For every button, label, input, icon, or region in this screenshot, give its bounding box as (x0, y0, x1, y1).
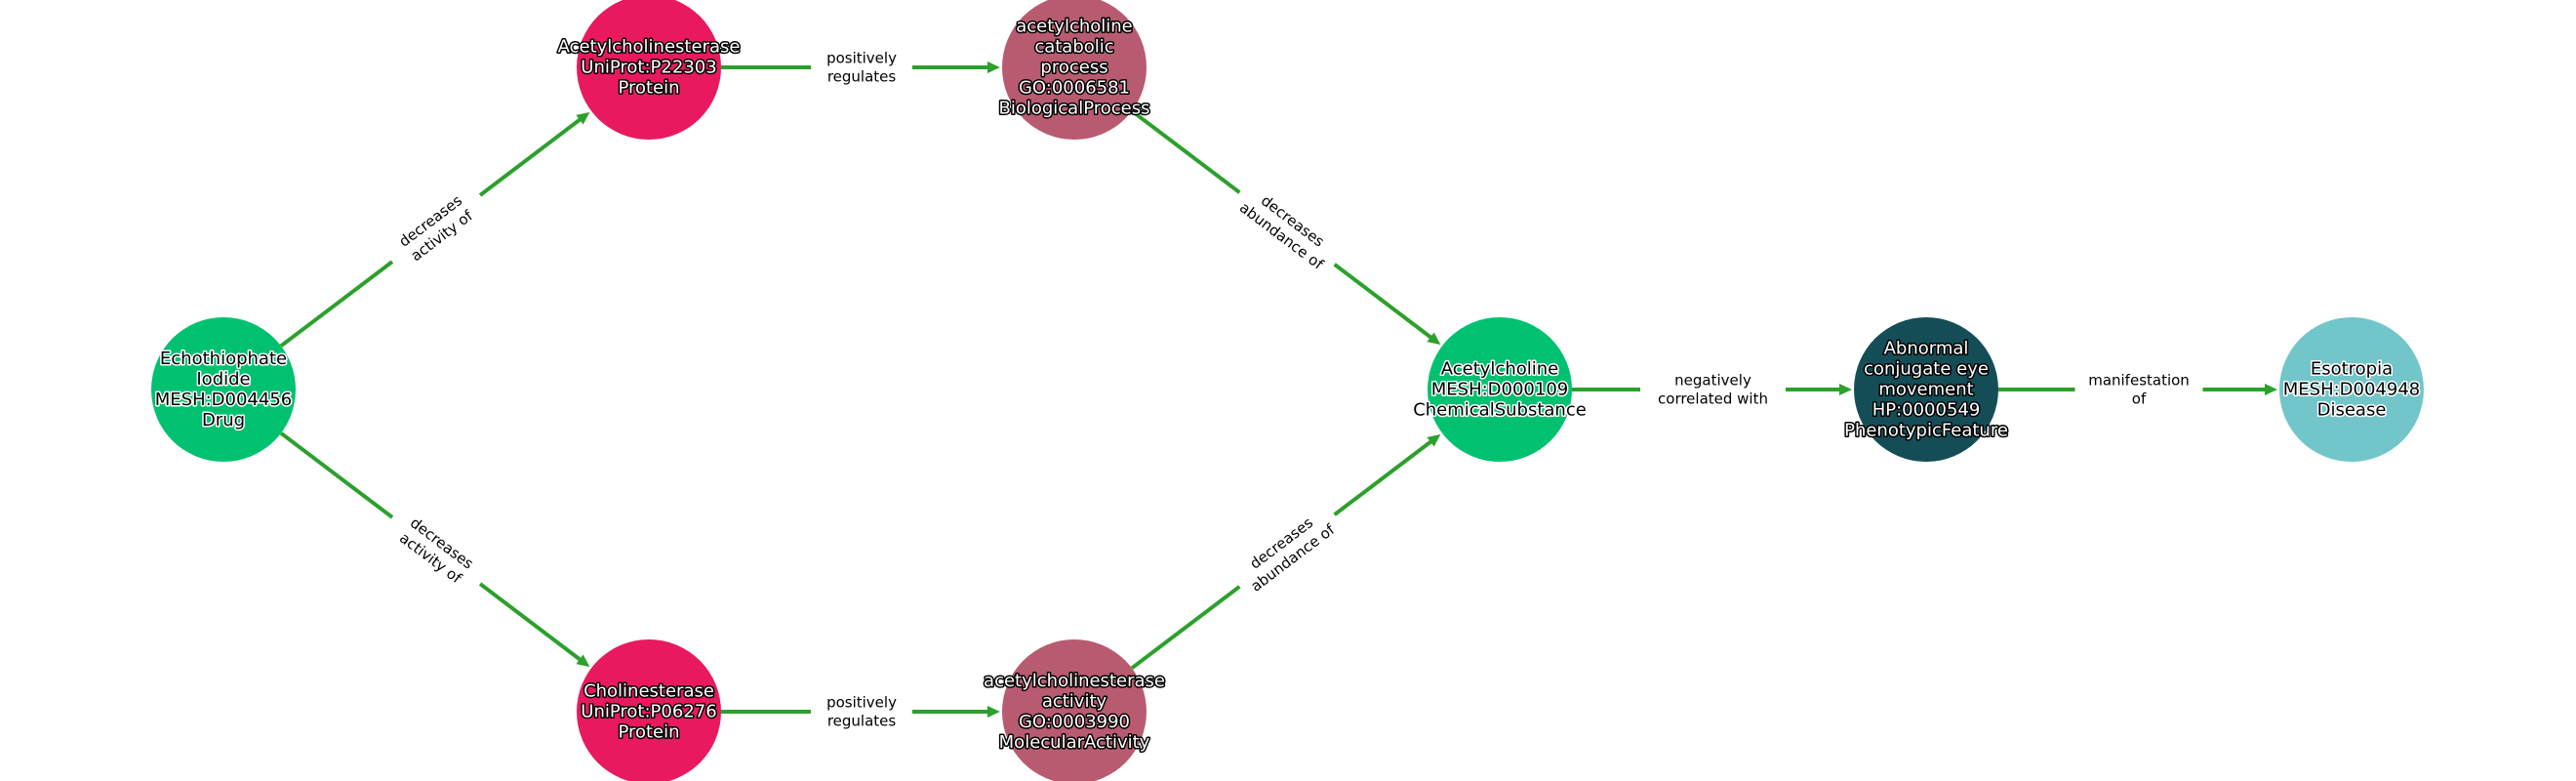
edge-label-line: of (2132, 390, 2147, 408)
node-label-line: Acetylcholine (1441, 359, 1558, 380)
node-label-line: Cholinesterase (584, 681, 714, 702)
edge-label-line: regulates (827, 713, 897, 730)
node-label-line: MESH:D004456 (155, 390, 293, 410)
edge-label-line: correlated with (1658, 390, 1768, 408)
edge-label-line: regulates (827, 68, 897, 86)
node-label-line: acetylcholinesterase (984, 671, 1165, 691)
node-label-line: Iodide (196, 369, 250, 390)
node-circle[interactable] (1002, 639, 1147, 781)
node-label-line: MESH:D000109 (1431, 380, 1569, 400)
node-label-line: catabolic (1034, 37, 1113, 58)
node-label-line: activity (1042, 691, 1107, 712)
arrowhead-icon (2265, 384, 2277, 395)
edge-label-line: positively (826, 694, 897, 712)
node-circle[interactable] (577, 639, 721, 781)
node-catabolic[interactable]: acetylcholinecatabolicprocessGO:0006581B… (997, 0, 1151, 140)
node-label-line: Drug (202, 410, 245, 431)
arrowhead-icon (1839, 384, 1852, 395)
arrowhead-icon (987, 62, 1000, 73)
node-label-line: BiologicalProcess (998, 99, 1149, 119)
node-label-line: MESH:D004948 (2283, 380, 2421, 400)
arrowhead-icon (576, 111, 590, 125)
node-circle[interactable] (1428, 317, 1572, 462)
node-label-line: process (1040, 58, 1107, 78)
node-label-line: ChemicalSubstance (1413, 400, 1587, 421)
node-label-line: acetylcholine (1016, 17, 1133, 37)
edge-label-line: negatively (1674, 372, 1751, 390)
arrowhead-icon (1427, 433, 1441, 447)
node-circle[interactable] (1854, 317, 1998, 462)
arrowhead-icon (1427, 332, 1441, 346)
node-label-line: UniProt:P06276 (581, 702, 716, 722)
arrowhead-icon (576, 654, 590, 668)
node-label-line: Protein (618, 78, 679, 99)
arrowhead-icon (987, 706, 1000, 718)
node-label-line: Echothiophate (160, 349, 287, 369)
node-label-line: Abnormal (1884, 339, 1969, 359)
node-label-line: GO:0003990 (1019, 712, 1130, 732)
node-circle[interactable] (151, 317, 296, 462)
node-circle[interactable] (2279, 317, 2424, 462)
node-label-line: Acetylcholinesterase (558, 37, 741, 58)
node-circle[interactable] (577, 0, 721, 140)
node-label-line: Protein (618, 722, 679, 743)
edge-label-line: positively (826, 50, 897, 67)
node-circle[interactable] (1002, 0, 1147, 140)
node-ache_activity[interactable]: acetylcholinesteraseactivityGO:0003990Mo… (983, 639, 1166, 781)
node-label-line: Disease (2317, 400, 2387, 421)
node-label-line: movement (1878, 380, 1973, 400)
node-label-line: MolecularActivity (999, 732, 1150, 753)
node-label-line: UniProt:P22303 (581, 58, 716, 78)
node-label-line: conjugate eye (1864, 359, 1989, 380)
node-label-line: GO:0006581 (1019, 78, 1130, 99)
node-label-line: HP:0000549 (1872, 400, 1981, 421)
node-ache[interactable]: AcetylcholinesteraseUniProt:P22303Protei… (556, 0, 742, 140)
node-label-line: PhenotypicFeature (1844, 421, 2008, 441)
node-label-line: Esotropia (2311, 359, 2393, 380)
node-acetylcholine[interactable]: AcetylcholineMESH:D000109ChemicalSubstan… (1412, 317, 1588, 462)
edge-label-line: manifestation (2088, 372, 2190, 390)
